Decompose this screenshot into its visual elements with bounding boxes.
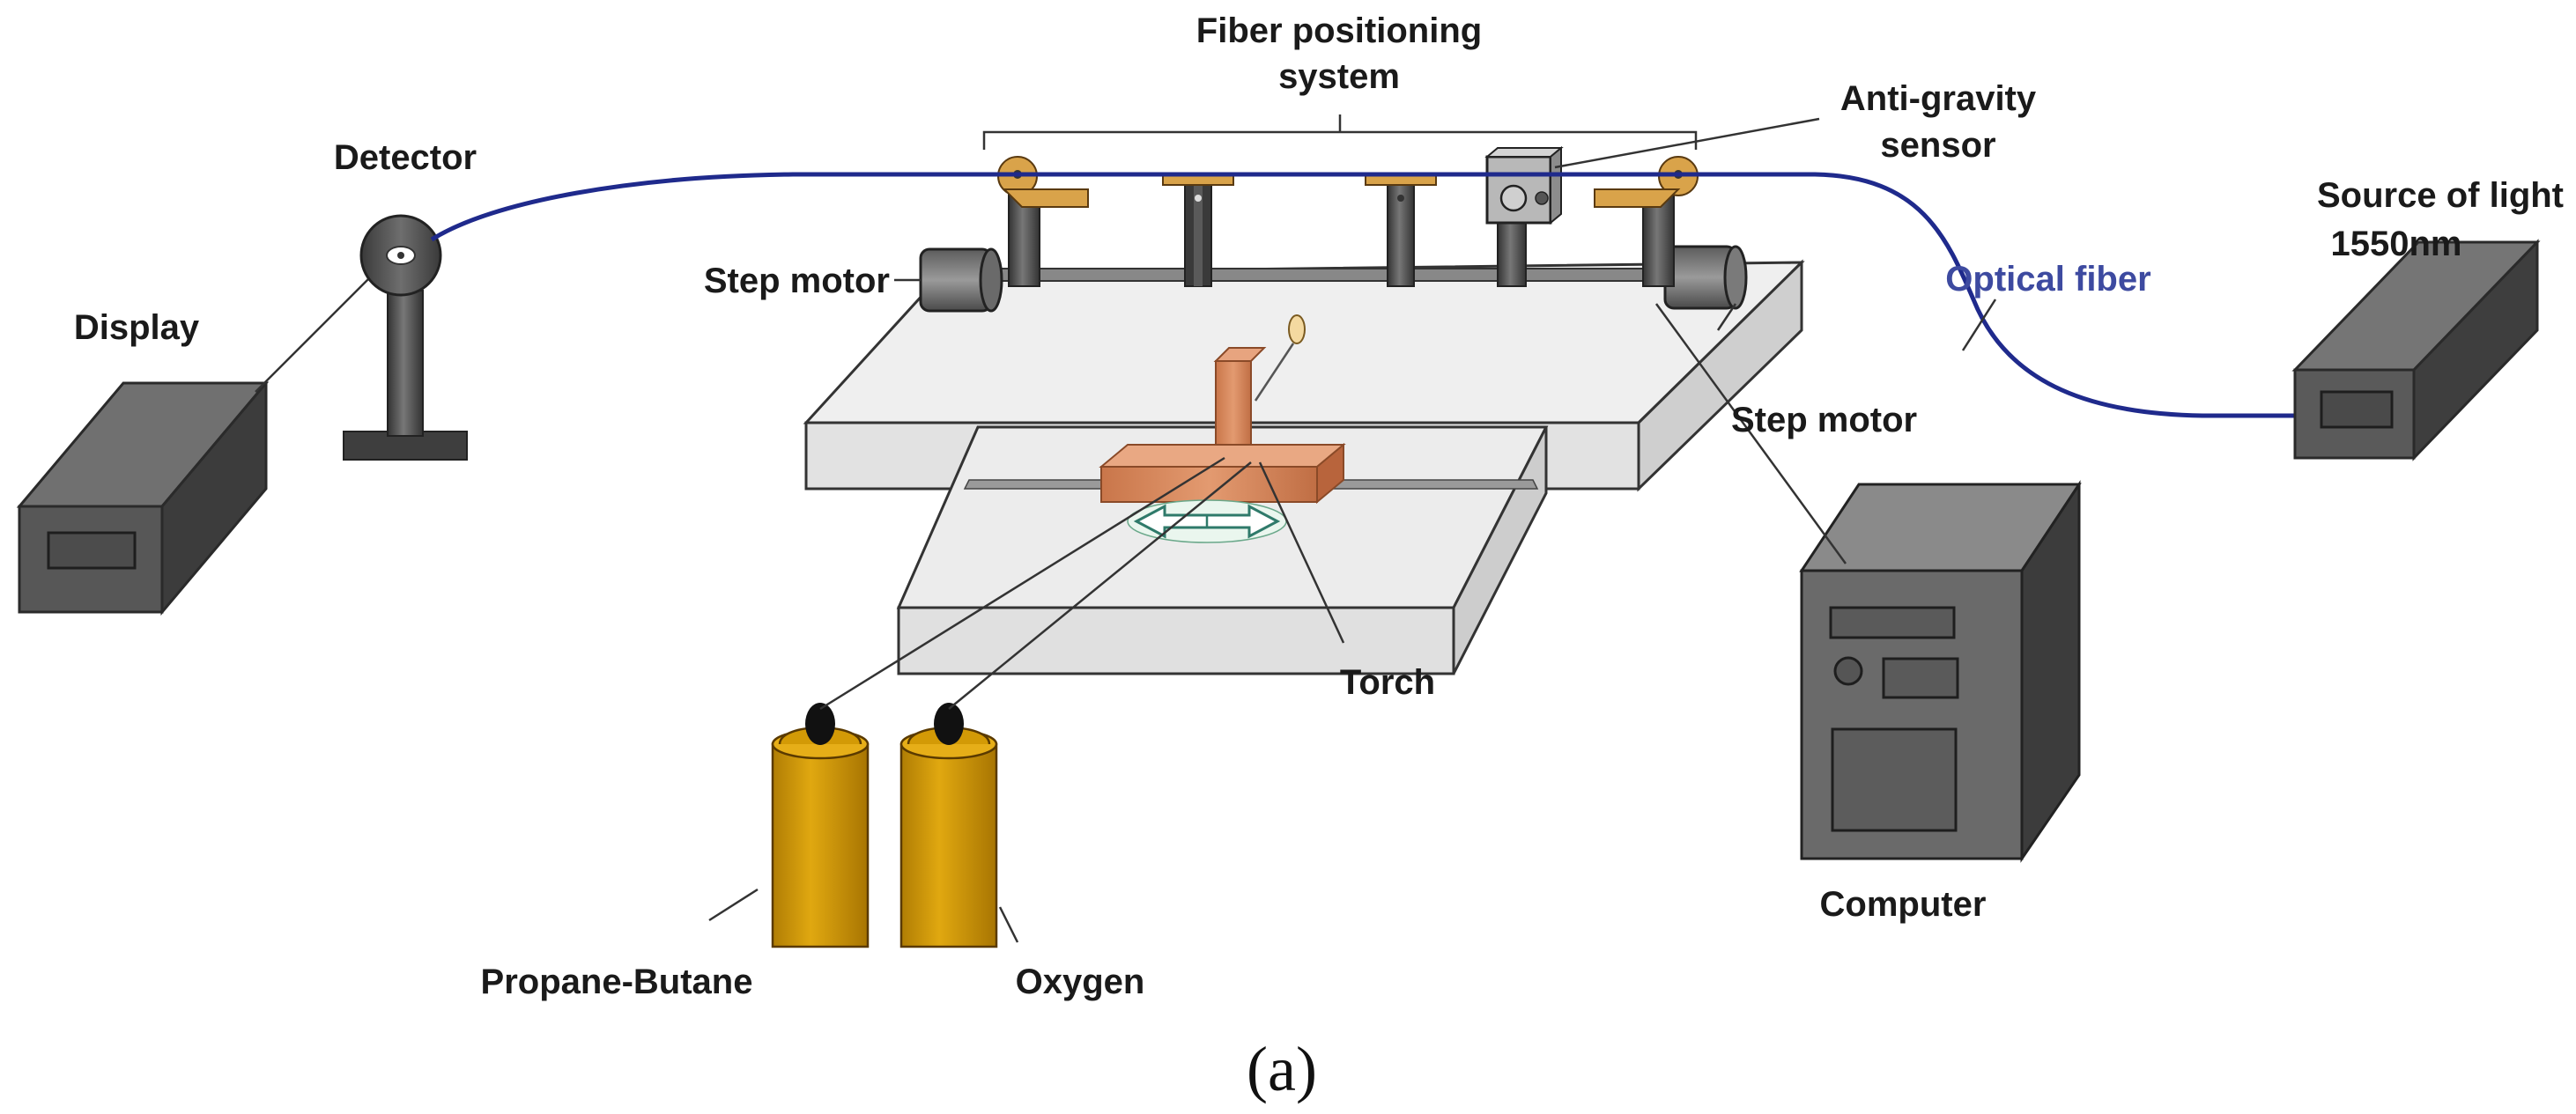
fiber-positioning-label-line1: Fiber positioning xyxy=(1196,11,1482,50)
step-motor-right xyxy=(1663,245,1748,310)
computer-label: Computer xyxy=(1820,885,1987,924)
positioning-rail xyxy=(995,268,1684,282)
post-1 xyxy=(997,156,1089,287)
torch-leader xyxy=(1258,461,1345,644)
translation-arrow xyxy=(1127,499,1287,543)
fiber-positioning-label-line2: system xyxy=(1278,57,1400,96)
propane-leader xyxy=(708,888,759,922)
oxygen-leader xyxy=(998,906,1019,943)
step-motor-left-label: Step motor xyxy=(704,262,890,300)
oxygen-hose xyxy=(948,461,1252,710)
detector-label: Detector xyxy=(334,138,477,177)
computer-device xyxy=(1799,480,2082,863)
display-label: Display xyxy=(74,308,200,347)
step-motor-left xyxy=(919,247,1003,313)
post-2 xyxy=(1162,173,1234,287)
post-3 xyxy=(1365,173,1437,287)
source-label-line2: 1550nm xyxy=(2331,225,2462,263)
display-device xyxy=(16,379,270,616)
propane-hose xyxy=(819,456,1225,711)
display-connection-line xyxy=(255,268,380,393)
oxygen-label: Oxygen xyxy=(1016,963,1145,1001)
step-motor-right-leader xyxy=(1716,303,1737,331)
light-source-device xyxy=(2291,239,2541,461)
anti-gravity-label-line2: sensor xyxy=(1880,126,1995,165)
optical-fiber-leader xyxy=(1961,299,1997,351)
torch-label: Torch xyxy=(1340,663,1435,702)
anti-gravity-label-line1: Anti-gravity xyxy=(1840,79,2037,118)
propane-butane-cylinder xyxy=(771,703,870,948)
optical-fiber-label: Optical fiber xyxy=(1945,260,2150,299)
detector-device xyxy=(343,214,468,461)
optical-fiber xyxy=(430,172,2299,418)
step-motor-right-label: Step motor xyxy=(1731,401,1917,439)
source-label-line1: Source of light xyxy=(2317,176,2564,215)
fiber-positioning-bracket xyxy=(982,114,1698,150)
figure-caption: (a) xyxy=(1247,1034,1317,1104)
anti-gravity-leader xyxy=(1554,117,1820,169)
propane-butane-label: Propane-Butane xyxy=(481,963,753,1001)
oxygen-cylinder xyxy=(899,703,998,948)
computer-connection-line xyxy=(1654,303,1847,564)
